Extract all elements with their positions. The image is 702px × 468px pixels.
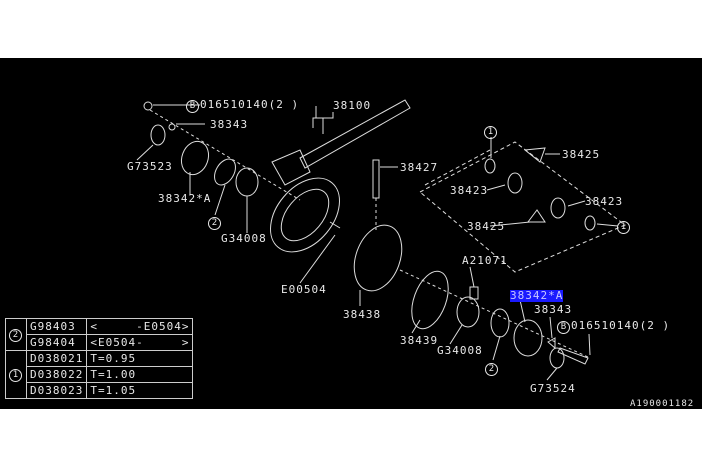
shaft-label[interactable]: 38100 xyxy=(333,99,372,112)
pin-label[interactable]: 38427 xyxy=(400,161,439,174)
pinion-bottom-label[interactable]: 38425 xyxy=(467,220,506,233)
drawing-id: A190001182 xyxy=(630,399,695,409)
ring-shape xyxy=(411,270,449,330)
ref-2-right-icon: 2 xyxy=(485,363,498,376)
case-label[interactable]: 38438 xyxy=(343,308,382,321)
spec-cell: <E0504- > xyxy=(86,334,194,351)
bolt-right-label: 016510140(2 ) xyxy=(571,319,671,332)
spec-cell: < -E0504> xyxy=(86,318,194,335)
part-number-cell[interactable]: D038023 xyxy=(25,382,88,399)
bearing-g-left-label[interactable]: G34008 xyxy=(221,232,267,245)
bearing-right-shape xyxy=(513,319,543,357)
diagram-drawing xyxy=(136,99,626,381)
seal-left-shape xyxy=(150,124,166,146)
ref-2-icon: 2 xyxy=(9,329,22,342)
part-number-cell[interactable]: G98404 xyxy=(25,334,88,351)
bearing-g-right-label[interactable]: G34008 xyxy=(437,344,483,357)
seal-right-label[interactable]: G73524 xyxy=(530,382,576,395)
bolt-marker-b-icon: B xyxy=(557,321,570,334)
bolt-marker-b-icon: B xyxy=(186,100,199,113)
side-gear-right-label[interactable]: 38423 xyxy=(585,195,624,208)
part-number-cell[interactable]: D038021 xyxy=(25,350,88,367)
e-clip-label[interactable]: E00504 xyxy=(281,283,327,296)
ref-1-icon: 1 xyxy=(9,369,22,382)
seal-left-label[interactable]: G73523 xyxy=(127,160,173,173)
ref-2-left-icon: 2 xyxy=(208,217,221,230)
bolt-a-label[interactable]: A21071 xyxy=(462,254,508,267)
washer-top-label[interactable]: 38343 xyxy=(210,118,249,131)
spec-cell: T=0.95 xyxy=(86,350,194,367)
pinion-gear-shape xyxy=(271,149,311,186)
ring-gear-shape xyxy=(270,177,340,253)
bolt-top-label: 016510140(2 ) xyxy=(200,98,300,111)
shaft-shape xyxy=(299,99,411,169)
diff-case-shape xyxy=(353,224,403,292)
pinion-top-label[interactable]: 38425 xyxy=(562,148,601,161)
bearing-left-label[interactable]: 38342*A xyxy=(158,192,212,205)
ring-label[interactable]: 38439 xyxy=(400,334,439,347)
side-gear-left-label[interactable]: 38423 xyxy=(450,184,489,197)
bearing-right-label-selected[interactable]: 38342*A xyxy=(510,289,564,302)
washer-right-label[interactable]: 38343 xyxy=(534,303,573,316)
part-number-cell[interactable]: D038022 xyxy=(25,366,88,383)
spec-cell: T=1.05 xyxy=(86,382,194,399)
spec-cell: T=1.00 xyxy=(86,366,194,383)
ref-1-top-icon: 1 xyxy=(484,126,497,139)
bearing-left-shape xyxy=(180,140,210,176)
ref-1-right-icon: 1 xyxy=(617,221,630,234)
part-number-cell[interactable]: G98403 xyxy=(25,318,88,335)
table-row: G98404<E0504- > xyxy=(6,334,194,351)
